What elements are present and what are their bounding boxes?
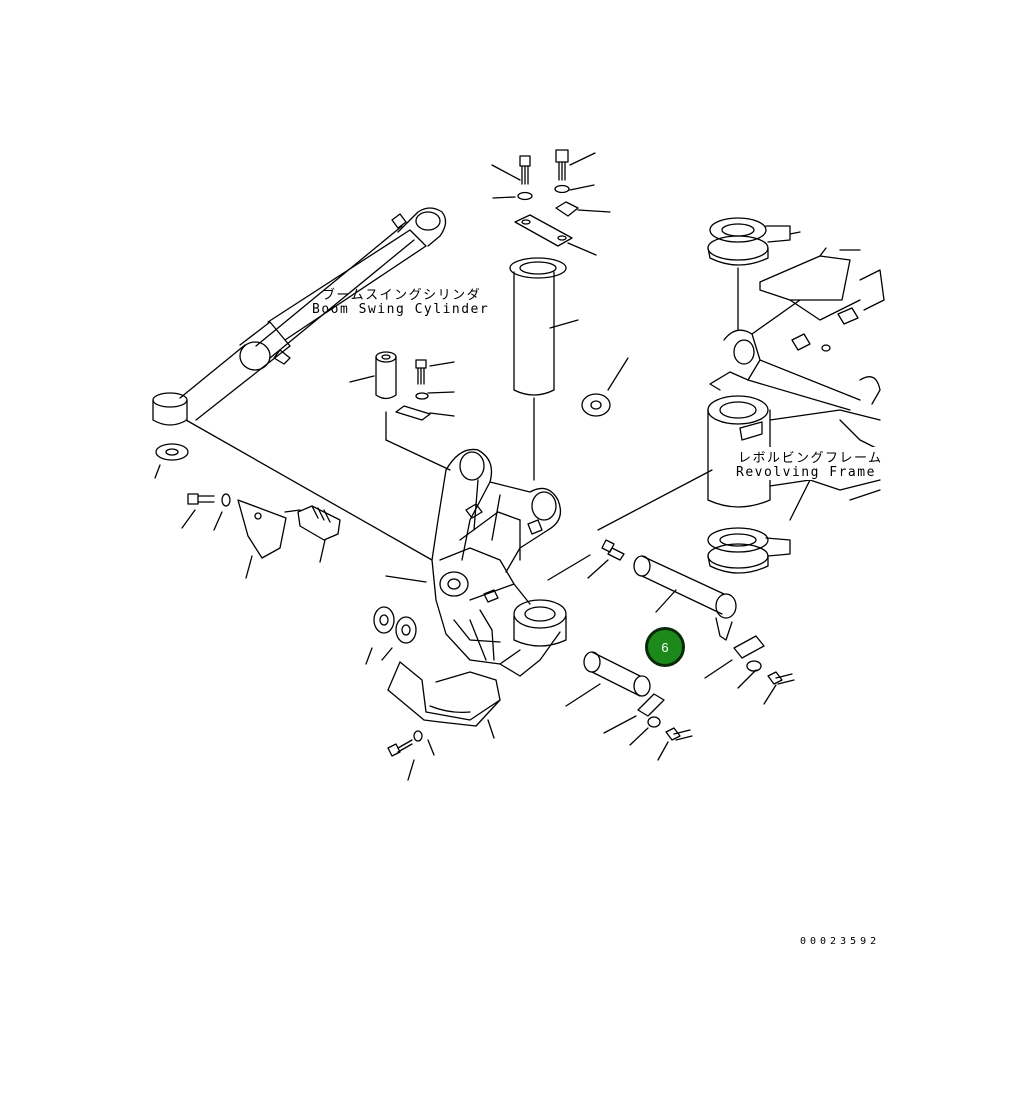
revolving-frame-label-jp: レボルビングフレーム xyxy=(738,447,883,466)
grease-fitting xyxy=(601,539,625,561)
boom-swing-label-en: Boom Swing Cylinder xyxy=(312,302,490,317)
small-pin-cluster xyxy=(375,351,431,421)
short-pin xyxy=(583,651,693,741)
top-pin-stack xyxy=(509,149,611,417)
bracket-washers xyxy=(373,606,417,644)
leader-lines xyxy=(181,152,777,781)
bottom-cover-plate xyxy=(387,661,501,757)
boom-swing-cylinder xyxy=(152,207,447,479)
swing-bracket xyxy=(431,448,567,677)
revolving-frame xyxy=(707,217,885,574)
boom-swing-label-jp: ブームスイングシリンダ xyxy=(322,288,482,303)
left-bracket-parts xyxy=(187,493,341,559)
document-id: 00023592 xyxy=(800,936,881,947)
callout-badge-6[interactable]: 6 xyxy=(645,627,685,667)
revolving-frame-label-en: Revolving Frame xyxy=(736,465,876,480)
long-pin xyxy=(633,555,795,685)
